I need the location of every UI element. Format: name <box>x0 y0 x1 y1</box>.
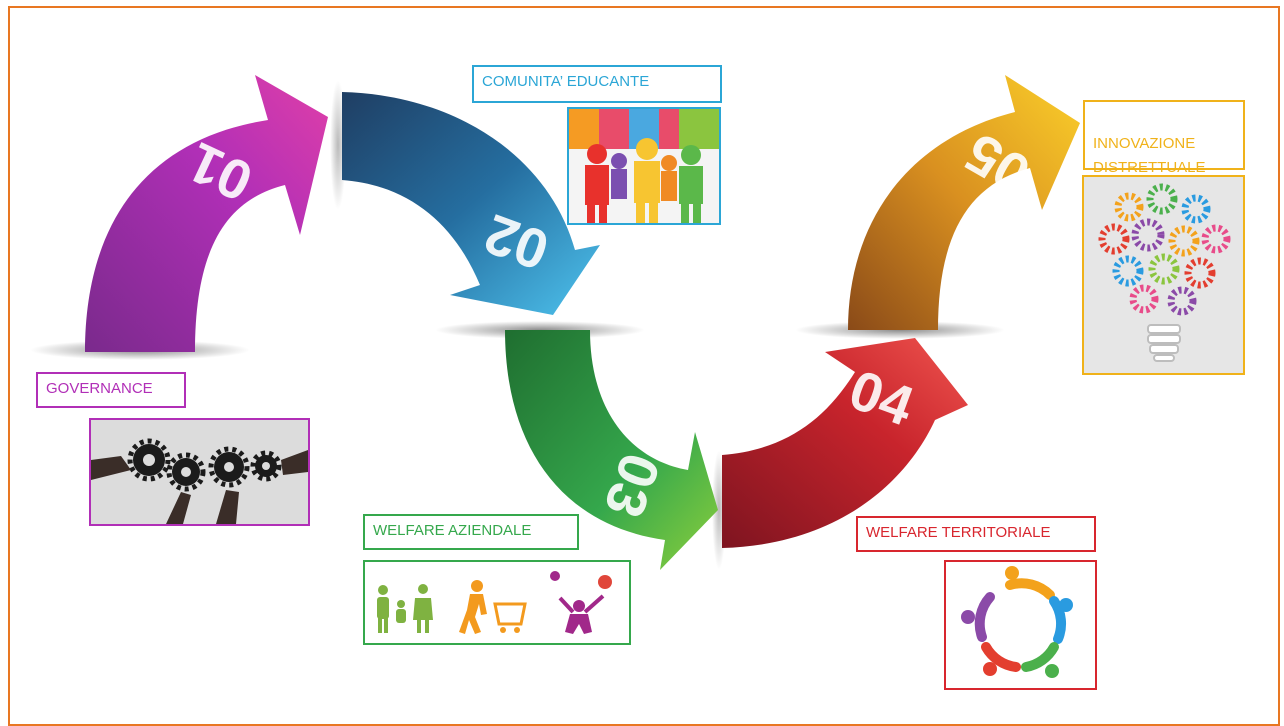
welfare-aziendale-image <box>363 560 631 645</box>
innovazione-lightbulb-image <box>1082 175 1245 375</box>
gear-lightbulb-icon <box>1084 177 1243 373</box>
family-shopping-celebration-icon <box>377 571 612 634</box>
arrow-04 <box>722 338 968 548</box>
arrow-03 <box>505 330 718 570</box>
label-governance-text: GOVERNANCE <box>46 380 153 397</box>
label-innovazione-text: INNOVAZIONE DISTRETTUALE <box>1093 135 1206 176</box>
label-governance: GOVERNANCE <box>36 372 186 408</box>
circle-of-people-icon <box>961 566 1073 678</box>
arrows-layer: 01 02 03 04 05 <box>30 75 1080 570</box>
colorful-people-icon <box>569 109 719 223</box>
arrow-01 <box>85 75 328 352</box>
governance-gears-image <box>89 418 310 526</box>
welfare-territoriale-image <box>944 560 1097 690</box>
arrow-02 <box>342 92 600 315</box>
label-welfare-territoriale-text: WELFARE TERRITORIALE <box>866 524 1051 541</box>
label-welfare-territoriale: WELFARE TERRITORIALE <box>856 516 1096 552</box>
diagram-canvas: 01 02 03 04 05 GOVERNANCE <box>8 6 1280 726</box>
arrow-05 <box>848 75 1080 330</box>
label-welfare-aziendale-text: WELFARE AZIENDALE <box>373 522 532 539</box>
label-comunita-text: COMUNITA’ EDUCANTE <box>482 73 650 90</box>
comunita-people-image <box>567 107 721 225</box>
gears-hands-icon <box>91 420 308 524</box>
label-welfare-aziendale: WELFARE AZIENDALE <box>363 514 579 550</box>
label-comunita-educante: COMUNITA’ EDUCANTE <box>472 65 722 103</box>
label-innovazione-distrettuale: INNOVAZIONE DISTRETTUALE <box>1083 100 1245 176</box>
